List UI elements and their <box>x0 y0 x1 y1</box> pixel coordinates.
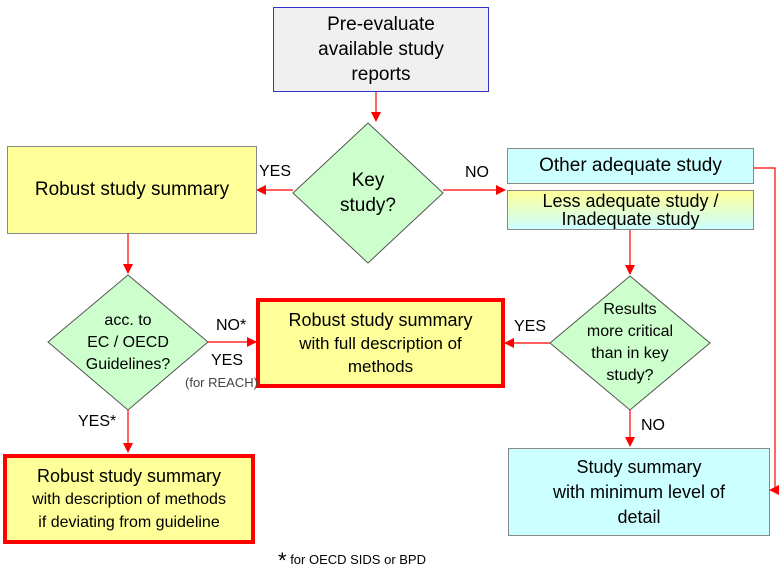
edge-label-no-star: NO* <box>216 317 247 334</box>
less-adequate-line1: Less adequate study / <box>542 191 719 211</box>
acc-guidelines-line1: acc. to <box>104 311 152 329</box>
robust-deviating-line2: with description of methods <box>32 490 226 508</box>
edge-label-yes-reach: YES <box>211 352 244 369</box>
results-critical-label: Results more critical than in key study? <box>575 298 685 388</box>
other-adequate-box: Other adequate study <box>507 148 754 184</box>
results-critical-line1: Results <box>603 301 657 318</box>
acc-guidelines-label: acc. to EC / OECD Guidelines? <box>68 305 188 380</box>
key-study-line1: Key <box>351 170 385 191</box>
results-critical-line2: more critical <box>586 323 674 340</box>
robust-full-line1: Robust study summary <box>288 309 473 330</box>
footnote-text: for OECD SIDS or BPD <box>290 552 426 567</box>
minimum-detail-line1: Study summary <box>576 456 702 477</box>
robust-deviating-line3: if deviating from guideline <box>38 513 220 531</box>
edge-label-for-reach: (for REACH) <box>185 375 258 390</box>
pre-evaluate-box: Pre-evaluate available study reports <box>273 7 489 92</box>
pre-evaluate-line1: Pre-evaluate <box>327 14 435 35</box>
pre-evaluate-line2: available study <box>318 39 444 60</box>
edge-label-yes-left: YES <box>259 163 292 180</box>
minimum-detail-line2: with minimum level of <box>552 481 726 502</box>
less-adequate-box: Less adequate study / Inadequate study <box>507 190 754 230</box>
minimum-detail-box: Study summary with minimum level of deta… <box>508 448 770 536</box>
robust-summary-text: Robust study summary <box>34 179 230 200</box>
footnote: * for OECD SIDS or BPD <box>278 548 426 574</box>
edge-label-yes-star: YES* <box>78 413 117 430</box>
footnote-star: * <box>278 548 287 573</box>
robust-full-line3: methods <box>347 356 414 376</box>
robust-deviating-box: Robust study summary with description of… <box>3 454 255 544</box>
robust-full-box: Robust study summary with full descripti… <box>256 298 505 388</box>
other-adequate-text: Other adequate study <box>539 155 722 176</box>
acc-guidelines-line3: Guidelines? <box>85 355 171 373</box>
edge-label-yes-results: YES <box>514 318 547 335</box>
results-critical-line4: study? <box>606 367 654 384</box>
robust-summary-box: Robust study summary <box>7 146 257 234</box>
robust-full-line2: with full description of <box>299 333 462 353</box>
arrow-other-to-minimum <box>754 167 776 491</box>
edge-label-no-right: NO <box>465 164 489 181</box>
key-study-diamond <box>292 122 444 264</box>
less-adequate-line2: Inadequate study <box>561 209 700 229</box>
robust-deviating-line1: Robust study summary <box>36 465 222 486</box>
edge-label-no-bottom: NO <box>641 417 665 434</box>
key-study-line2: study? <box>340 195 396 216</box>
acc-guidelines-line2: EC / OECD <box>87 333 169 351</box>
minimum-detail-line3: detail <box>617 506 661 527</box>
results-critical-line3: than in key <box>591 345 669 362</box>
pre-evaluate-line3: reports <box>351 64 411 85</box>
key-study-label: Key study? <box>318 163 418 223</box>
